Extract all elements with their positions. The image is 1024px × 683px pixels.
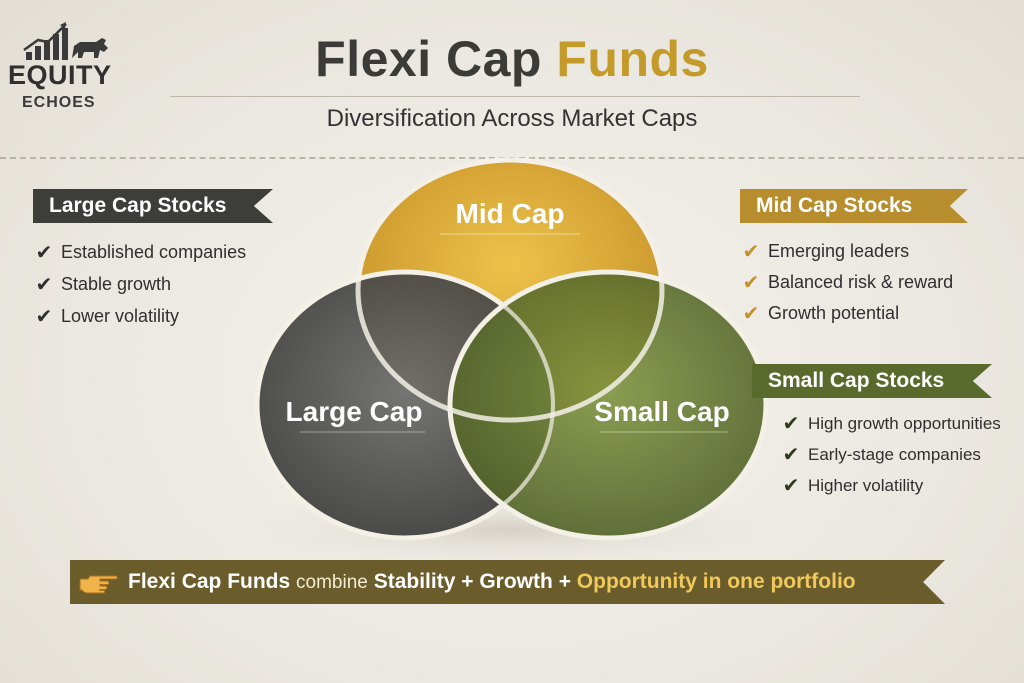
list-item-label: Higher volatility <box>808 475 924 495</box>
list-item: ✔ Established companies <box>33 236 247 268</box>
list-item: ✔ Balanced risk & reward <box>740 267 953 298</box>
summary-word-growth: Growth <box>479 570 553 593</box>
summary-text: Flexi Cap Funds combine Stability + Grow… <box>128 566 856 598</box>
small-cap-circle <box>447 269 769 541</box>
check-icon: ✔ <box>742 303 760 325</box>
list-item-label: Early-stage companies <box>808 444 981 464</box>
page-subtitle: Diversification Across Market Caps <box>326 105 698 132</box>
small-cap-list: ✔ High growth opportunities ✔ Early-stage … <box>780 408 1001 501</box>
list-item: ✔ Early-stage companies <box>780 439 1001 470</box>
list-item: ✔ Growth potential <box>740 298 953 329</box>
title-divider <box>170 96 860 97</box>
check-icon: ✔ <box>742 272 760 294</box>
check-icon: ✔ <box>782 413 800 435</box>
list-item-label: Established companies <box>61 241 247 262</box>
mid-cap-outline <box>355 157 665 423</box>
summary-word-stability: Stability <box>373 570 456 593</box>
check-icon: ✔ <box>782 475 800 497</box>
logo-text: EQUITY <box>8 60 112 90</box>
list-item: ✔ Emerging leaders <box>740 236 953 267</box>
check-icon: ✔ <box>35 241 53 264</box>
check-icon: ✔ <box>782 444 800 466</box>
check-icon: ✔ <box>742 241 760 263</box>
small-cap-heading: Small Cap Stocks <box>752 364 992 398</box>
title-part-1: Flexi Cap <box>315 31 542 87</box>
list-item: ✔ Stable growth <box>33 268 246 300</box>
small-cap-label: Small Cap <box>594 396 729 427</box>
summary-tail: in one portfolio <box>702 570 856 593</box>
summary-plus: + <box>461 570 474 593</box>
list-item-label: Lower volatility <box>61 305 180 326</box>
list-item: ✔ High growth opportunities <box>780 408 1001 439</box>
pointing-hand-icon <box>79 575 118 594</box>
page-title: Flexi Cap Funds <box>0 30 1024 88</box>
list-item-label: Emerging leaders <box>768 241 910 261</box>
list-item-label: High growth opportunities <box>808 413 1001 433</box>
check-icon: ✔ <box>35 305 53 328</box>
large-cap-outline <box>255 270 555 540</box>
summary-connector: combine <box>296 572 368 593</box>
mid-cap-list: ✔ Emerging leaders ✔ Balanced risk & rewar… <box>740 236 953 329</box>
list-item: ✔ Lower volatility <box>33 300 246 332</box>
list-item: ✔ Higher volatility <box>780 470 1001 501</box>
mid-cap-label: Mid Cap <box>456 198 565 229</box>
large-cap-list: ✔ Established companies ✔ Stable growth ✔ L… <box>33 236 247 332</box>
list-item-label: Balanced risk & reward <box>768 272 954 292</box>
summary-word-opportunity: Opportunity <box>576 570 697 593</box>
mid-cap-heading: Mid Cap Stocks <box>740 189 968 223</box>
summary-plus: + <box>558 570 571 593</box>
list-item-label: Stable growth <box>61 273 172 294</box>
chart-bull-icon <box>23 22 108 60</box>
logo-subtext: ECHOES <box>22 94 96 111</box>
large-cap-heading: Large Cap Stocks <box>33 189 273 223</box>
title-part-2: Funds <box>556 31 709 87</box>
summary-banner <box>70 560 945 604</box>
list-item-label: Growth potential <box>768 303 900 323</box>
large-cap-label: Large Cap <box>286 396 423 427</box>
check-icon: ✔ <box>35 273 53 296</box>
summary-lead: Flexi Cap Funds <box>128 570 291 593</box>
